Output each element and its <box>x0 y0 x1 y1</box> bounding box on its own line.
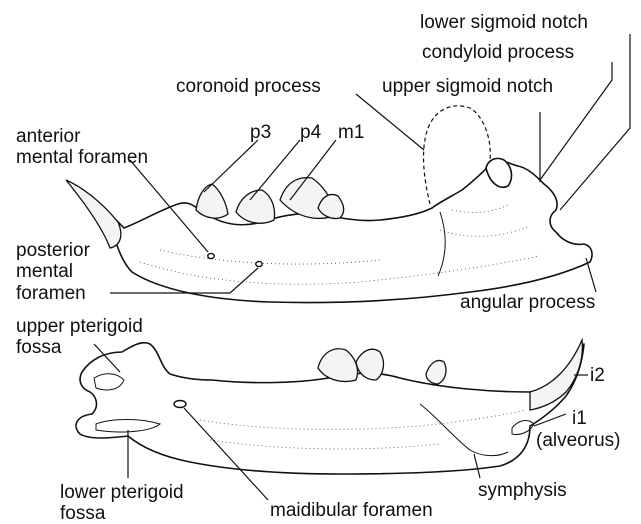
label-i2: i2 <box>590 365 605 386</box>
label-maidibular-foramen: maidibular foramen <box>270 500 433 521</box>
lower-premolar <box>426 361 446 385</box>
tooth-p3 <box>196 184 228 218</box>
lower-mandible-drawing <box>76 340 584 474</box>
tooth-p4 <box>236 190 275 223</box>
label-lower-sigmoid-notch: lower sigmoid notch <box>420 12 588 33</box>
leader-angular-process <box>586 258 596 292</box>
label-p4: p4 <box>300 122 322 143</box>
label-lower-pterigoid-line2: fossa <box>60 503 106 524</box>
upper-mandible-body <box>68 161 592 303</box>
label-anterior-line2: mental foramen <box>16 147 148 168</box>
anterior-mental-foramen <box>208 253 214 258</box>
label-lower-pterigoid-line1: lower pterigoid <box>60 482 184 503</box>
label-posterior-line3: foramen <box>16 283 86 304</box>
posterior-mental-foramen <box>256 261 262 266</box>
label-posterior-line1: posterior <box>16 240 91 261</box>
label-condyloid-process: condyloid process <box>422 42 574 63</box>
upper-canine <box>66 180 121 248</box>
label-m1: m1 <box>338 122 364 143</box>
leader-p3 <box>204 140 258 192</box>
label-alveorus: (alveorus) <box>536 430 620 451</box>
upper-mandible-drawing <box>66 106 592 303</box>
maidibular-foramen <box>174 401 186 408</box>
label-symphysis: symphysis <box>478 480 567 501</box>
label-anterior-line1: anterior <box>16 126 81 147</box>
label-upper-pterigoid-line2: fossa <box>16 337 62 358</box>
label-posterior-line2: mental <box>16 261 73 282</box>
label-i1: i1 <box>572 408 587 429</box>
label-coronoid-process: coronoid process <box>176 76 321 97</box>
label-angular-process: angular process <box>460 292 595 313</box>
leader-coronoid-process <box>356 94 424 150</box>
lower-molar-1 <box>318 349 358 382</box>
label-upper-pterigoid-line1: upper pterigoid <box>16 316 143 337</box>
label-p3: p3 <box>250 122 271 143</box>
label-upper-sigmoid-notch: upper sigmoid notch <box>382 76 553 97</box>
